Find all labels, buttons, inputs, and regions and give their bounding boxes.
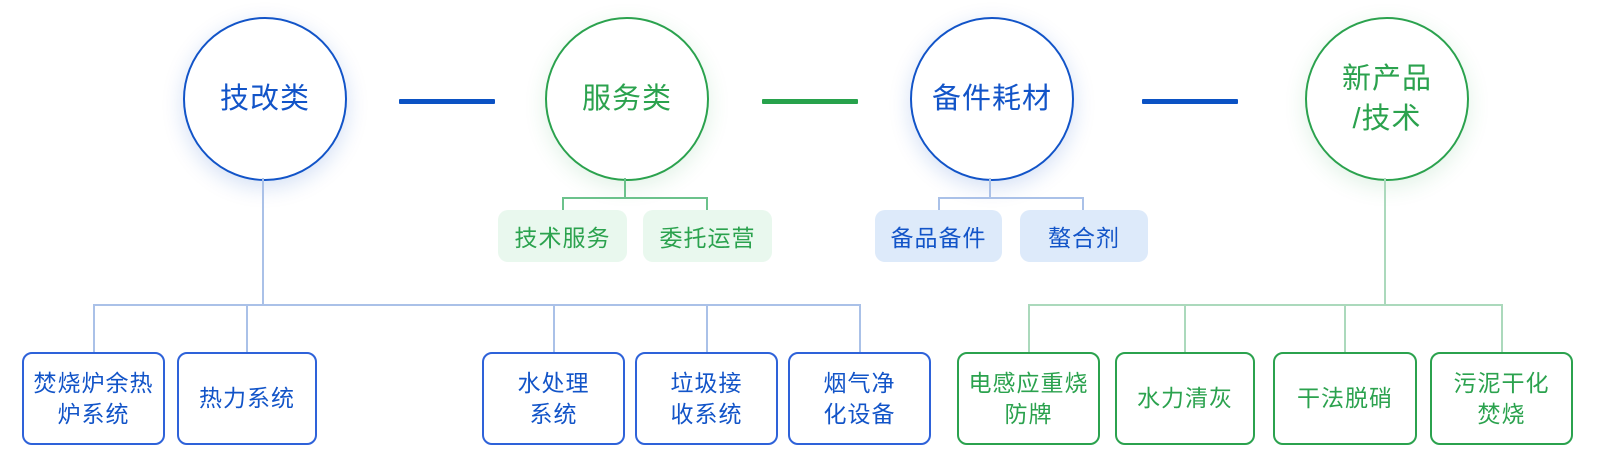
newproduct-tree-drop-4 — [1501, 304, 1503, 352]
leaf-label: 污泥干化 — [1453, 369, 1550, 396]
service-stem-line — [624, 178, 626, 198]
leaf-box-waste-heat-boiler-system: 焚烧炉余热 炉系统 — [22, 352, 165, 445]
spare-bracket-line — [938, 197, 1084, 199]
leaf-label: 水力清灰 — [1137, 385, 1233, 411]
leaf-box-water-treatment-system: 水处理 系统 — [482, 352, 625, 445]
service-bracket-line — [562, 197, 708, 199]
tech-tree-drop-2 — [246, 304, 248, 352]
tech-tree-stem — [262, 178, 264, 306]
leaf-label-line2: 焚烧 — [1477, 400, 1526, 427]
connector-dash-2 — [762, 99, 858, 104]
chip-technical-service: 技术服务 — [498, 210, 627, 262]
leaf-box-dry-denitration: 干法脱硝 — [1273, 352, 1417, 445]
leaf-label: 烟气净 — [823, 369, 896, 396]
leaf-label-line2: 防牌 — [1004, 400, 1053, 427]
tech-tree-rail — [93, 304, 861, 306]
category-label-line2: /技术 — [1352, 103, 1422, 135]
category-circle-new-product: 新产品 /技术 — [1305, 17, 1469, 181]
leaf-label-line2: 化设备 — [823, 400, 896, 427]
category-circle-spare-parts: 备件耗材 — [910, 17, 1074, 181]
spare-bracket-drop-left — [938, 197, 940, 211]
category-circle-tech-upgrade: 技改类 — [183, 17, 347, 181]
chip-chelating-agent: 螯合剂 — [1020, 210, 1148, 262]
leaf-label: 垃圾接 — [670, 369, 743, 396]
service-bracket-drop-right — [706, 197, 708, 211]
tech-tree-drop-4 — [706, 304, 708, 352]
category-label: 技改类 — [219, 83, 310, 115]
leaf-box-thermal-system: 热力系统 — [177, 352, 317, 445]
tech-tree-drop-5 — [859, 304, 861, 352]
tech-tree-drop-1 — [93, 304, 95, 352]
service-bracket-drop-left — [562, 197, 564, 211]
leaf-label: 热力系统 — [199, 385, 295, 411]
category-label: 服务类 — [581, 83, 672, 115]
chip-label: 备品备件 — [890, 225, 987, 251]
tech-tree-drop-3 — [553, 304, 555, 352]
newproduct-tree-drop-3 — [1344, 304, 1346, 352]
newproduct-tree-rail — [1028, 304, 1503, 306]
spare-stem-line — [989, 178, 991, 198]
connector-dash-1 — [399, 99, 495, 104]
spare-bracket-drop-right — [1082, 197, 1084, 211]
newproduct-tree-drop-2 — [1184, 304, 1186, 352]
leaf-box-waste-receiving-system: 垃圾接 收系统 — [635, 352, 778, 445]
chip-label: 技术服务 — [514, 225, 611, 251]
chip-label: 螯合剂 — [1048, 225, 1120, 251]
leaf-label-line2: 炉系统 — [57, 400, 130, 427]
chip-entrusted-operation: 委托运营 — [643, 210, 772, 262]
newproduct-tree-stem — [1384, 178, 1386, 306]
newproduct-tree-drop-1 — [1028, 304, 1030, 352]
leaf-label-line2: 收系统 — [670, 400, 743, 427]
leaf-label: 干法脱硝 — [1297, 385, 1393, 411]
category-label: 备件耗材 — [931, 83, 1052, 115]
leaf-box-sludge-drying-incineration: 污泥干化 焚烧 — [1430, 352, 1573, 445]
leaf-box-hydraulic-ash-cleaning: 水力清灰 — [1115, 352, 1255, 445]
leaf-label: 电感应重烧 — [968, 369, 1089, 396]
connector-dash-3 — [1142, 99, 1238, 104]
category-label: 新产品 — [1341, 63, 1432, 95]
leaf-label-line2: 系统 — [529, 400, 578, 427]
chip-spare-parts: 备品备件 — [875, 210, 1002, 262]
leaf-label: 焚烧炉余热 — [33, 369, 154, 396]
leaf-label: 水处理 — [517, 369, 590, 396]
leaf-box-induction-reburn-prevention: 电感应重烧 防牌 — [957, 352, 1100, 445]
category-circle-service: 服务类 — [545, 17, 709, 181]
leaf-box-flue-gas-purification: 烟气净 化设备 — [788, 352, 931, 445]
chip-label: 委托运营 — [659, 225, 756, 251]
